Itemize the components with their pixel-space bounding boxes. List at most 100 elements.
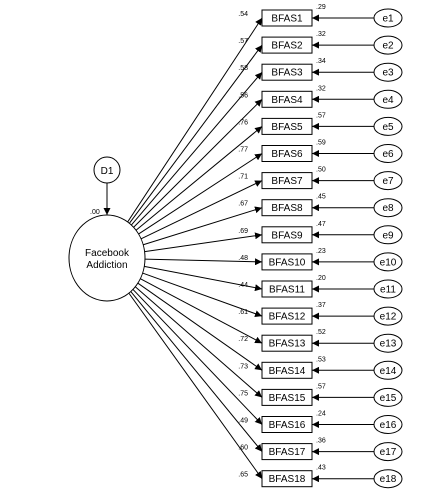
loading-coefficient-bfas14: .73 — [238, 363, 248, 370]
disturbance-label: D1 — [101, 166, 114, 177]
indicator-box-bfas2 — [261, 36, 313, 54]
error-node-e16 — [373, 415, 403, 434]
error-node-e11 — [373, 279, 403, 299]
error-label-e9: e9 — [382, 230, 394, 241]
indicator-box-bfas11 — [261, 280, 313, 298]
indicator-box-bfas17 — [261, 443, 313, 461]
loading-path-bfas8 — [142, 206, 263, 246]
error-node-e3 — [373, 62, 403, 82]
indicator-label-bfas1: BFAS1 — [271, 14, 303, 25]
loading-coefficient-bfas5: .76 — [238, 119, 248, 126]
indicator-box-bfas1 — [261, 9, 313, 27]
loading-coefficient-bfas9: .69 — [238, 228, 248, 235]
loading-path-bfas1 — [126, 17, 263, 223]
loading-coefficient-bfas18: .65 — [238, 472, 248, 479]
indicator-label-bfas11: BFAS11 — [269, 285, 305, 296]
factor-label-line2: Addiction — [86, 260, 127, 271]
error-node-e6 — [373, 144, 403, 163]
indicator-box-bfas13 — [261, 334, 313, 352]
indicator-box-bfas15 — [261, 388, 313, 406]
error-label-e18: e18 — [380, 474, 397, 485]
loading-coefficient-bfas16: .49 — [238, 418, 248, 425]
error-coefficient-e12: .37 — [316, 302, 326, 309]
loading-path-bfas17 — [129, 290, 263, 452]
error-label-e6: e6 — [382, 149, 394, 160]
error-label-e14: e14 — [380, 366, 397, 377]
error-coefficient-e5: .57 — [316, 112, 326, 119]
loading-coefficient-bfas6: .77 — [238, 147, 248, 154]
indicator-label-bfas7: BFAS7 — [271, 176, 303, 187]
indicator-box-bfas10 — [261, 253, 313, 271]
loading-path-bfas14 — [136, 282, 263, 371]
indicator-label-bfas18: BFAS18 — [269, 474, 306, 485]
loading-path-bfas16 — [132, 288, 263, 425]
error-node-e12 — [373, 306, 403, 326]
error-node-e2 — [373, 35, 403, 55]
indicator-box-bfas12 — [261, 307, 313, 325]
disturbance-loading-label: .00 — [90, 209, 100, 216]
loading-coefficient-bfas2: .57 — [238, 38, 248, 45]
loading-path-bfas13 — [139, 277, 263, 344]
loading-coefficient-bfas17: .60 — [238, 445, 248, 452]
loading-path-bfas7 — [140, 180, 263, 240]
loading-coefficient-bfas10: .48 — [238, 255, 248, 262]
indicator-box-bfas5 — [261, 117, 313, 135]
error-node-e17 — [373, 442, 403, 462]
error-coefficient-e3: .34 — [316, 58, 326, 65]
error-coefficient-e1: .29 — [316, 4, 326, 11]
error-node-e14 — [373, 360, 403, 380]
indicator-box-bfas3 — [261, 63, 313, 81]
error-label-e8: e8 — [382, 203, 394, 214]
error-node-e10 — [373, 252, 403, 272]
loading-path-bfas10 — [144, 258, 263, 266]
error-node-e9 — [373, 225, 403, 245]
error-coefficient-e4: .32 — [316, 85, 326, 92]
loading-path-bfas11 — [143, 265, 263, 292]
error-label-e4: e4 — [382, 95, 394, 106]
error-label-e3: e3 — [382, 68, 394, 79]
error-coefficient-e11: .20 — [316, 275, 326, 282]
indicator-label-bfas4: BFAS4 — [271, 95, 303, 106]
error-node-e4 — [373, 89, 403, 109]
indicator-box-bfas7 — [261, 172, 313, 190]
indicator-label-bfas10: BFAS10 — [269, 257, 306, 268]
error-label-e12: e12 — [380, 312, 397, 323]
loading-coefficient-bfas8: .67 — [238, 201, 248, 208]
loading-path-bfas3 — [130, 71, 263, 226]
error-coefficient-e16: .24 — [316, 411, 326, 418]
error-node-e13 — [373, 333, 403, 353]
error-coefficient-e10: .23 — [316, 248, 326, 255]
error-label-e5: e5 — [382, 122, 394, 133]
indicator-label-bfas2: BFAS2 — [271, 41, 303, 52]
error-coefficient-e7: .50 — [316, 167, 326, 174]
indicator-label-bfas9: BFAS9 — [271, 230, 303, 241]
error-node-e7 — [373, 171, 403, 191]
error-node-e5 — [373, 116, 403, 136]
loading-path-bfas6 — [137, 153, 263, 235]
error-coefficient-e18: .43 — [316, 465, 326, 472]
indicator-box-bfas16 — [261, 416, 313, 433]
loading-path-bfas18 — [127, 292, 263, 479]
indicator-box-bfas4 — [261, 90, 313, 108]
indicator-label-bfas5: BFAS5 — [271, 122, 303, 133]
error-coefficient-e2: .32 — [316, 31, 326, 38]
indicator-box-bfas6 — [261, 145, 313, 162]
loading-coefficient-bfas13: .72 — [238, 336, 248, 343]
indicator-box-bfas8 — [261, 199, 313, 217]
error-node-e8 — [373, 198, 403, 218]
loading-coefficient-bfas3: .58 — [238, 65, 248, 72]
error-coefficient-e13: .52 — [316, 329, 326, 336]
indicator-label-bfas17: BFAS17 — [269, 447, 306, 458]
loading-coefficient-bfas12: .61 — [238, 309, 248, 316]
loading-coefficient-bfas4: .56 — [238, 92, 248, 99]
error-coefficient-e14: .53 — [316, 356, 326, 363]
indicator-label-bfas13: BFAS13 — [269, 339, 306, 350]
indicator-box-bfas9 — [261, 226, 313, 244]
error-label-e7: e7 — [382, 176, 394, 187]
indicator-label-bfas6: BFAS6 — [271, 149, 303, 160]
loading-coefficient-bfas15: .75 — [238, 390, 248, 397]
error-label-e10: e10 — [380, 257, 397, 268]
error-label-e1: e1 — [382, 14, 394, 25]
